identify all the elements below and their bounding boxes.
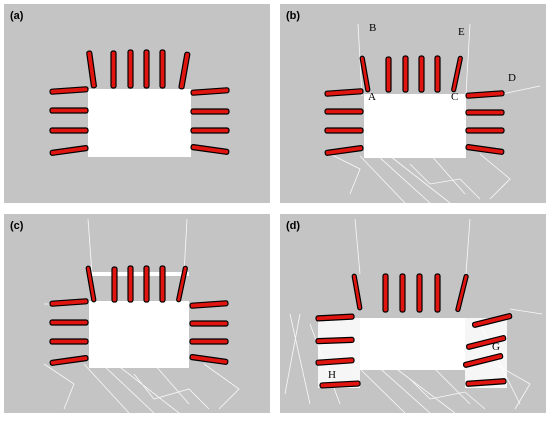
marker — [111, 266, 118, 303]
marker — [189, 320, 229, 327]
marker — [465, 90, 505, 99]
marker — [471, 313, 513, 328]
marker — [402, 55, 409, 93]
marker — [49, 338, 89, 345]
marker — [324, 88, 364, 97]
panel-a: (a) — [4, 4, 270, 203]
marker — [324, 127, 364, 134]
marker — [159, 265, 166, 303]
marker — [434, 273, 441, 313]
marker-group — [315, 273, 513, 389]
panel-c: (c) — [4, 214, 270, 413]
marker — [49, 319, 89, 326]
marker-group — [324, 55, 505, 156]
marker — [190, 144, 230, 155]
annotation-g: G — [492, 341, 500, 353]
marker — [359, 55, 371, 93]
marker — [351, 273, 363, 311]
marker — [86, 50, 97, 89]
marker — [465, 127, 505, 134]
panel-d: (d) G H — [280, 214, 546, 413]
marker — [127, 265, 134, 303]
annotation-d: D — [508, 72, 516, 84]
annotation-e: E — [458, 26, 465, 38]
marker — [382, 273, 389, 313]
marker — [143, 265, 150, 303]
marker — [451, 55, 463, 93]
marker — [49, 127, 89, 134]
marker — [190, 108, 230, 115]
marker — [462, 353, 504, 368]
marker — [465, 335, 507, 350]
free-space-left — [318, 318, 360, 388]
wall-region — [89, 276, 189, 301]
marker — [143, 49, 150, 89]
marker — [189, 354, 229, 365]
marker — [416, 273, 423, 313]
annotation-a: A — [368, 91, 376, 103]
marker — [189, 338, 229, 345]
panel-label: (c) — [10, 220, 24, 232]
panel-c-map — [43, 218, 240, 413]
marker — [49, 107, 89, 114]
marker — [190, 87, 230, 96]
marker — [455, 273, 469, 313]
marker — [399, 273, 406, 313]
free-space — [364, 94, 466, 158]
marker — [434, 55, 441, 93]
annotation-h: H — [328, 369, 336, 381]
free-space — [88, 89, 191, 157]
marker-group — [49, 265, 229, 366]
annotation-b: B — [369, 22, 377, 34]
marker — [178, 51, 191, 90]
marker — [176, 265, 188, 303]
marker — [465, 378, 507, 387]
free-space-right — [465, 318, 507, 388]
marker — [127, 49, 134, 89]
panel-d-map — [284, 218, 543, 413]
marker — [49, 298, 89, 307]
marker — [85, 265, 97, 303]
scan-lines — [329, 23, 541, 203]
annotation-c: C — [451, 91, 459, 103]
marker — [465, 109, 505, 116]
marker — [49, 145, 89, 156]
marker — [159, 49, 166, 89]
marker — [315, 313, 355, 322]
panel-label: (b) — [286, 10, 301, 22]
marker — [49, 86, 89, 95]
marker-group — [49, 49, 230, 156]
marker — [385, 56, 392, 93]
panel-label: (d) — [286, 220, 301, 232]
marker — [319, 380, 361, 389]
marker — [465, 144, 505, 155]
free-space — [360, 318, 465, 370]
panel-b: (b) A B C D E — [280, 4, 546, 203]
scan-lines — [43, 218, 240, 413]
panel-label: (a) — [10, 10, 24, 22]
marker — [315, 336, 355, 345]
marker — [190, 127, 230, 134]
panel-a-map — [49, 49, 230, 157]
marker — [418, 55, 425, 93]
marker — [315, 357, 355, 366]
marker — [49, 355, 89, 366]
marker — [324, 145, 364, 156]
marker — [324, 108, 364, 115]
marker — [110, 50, 117, 89]
marker — [189, 300, 229, 309]
panel-b-map — [324, 23, 541, 203]
